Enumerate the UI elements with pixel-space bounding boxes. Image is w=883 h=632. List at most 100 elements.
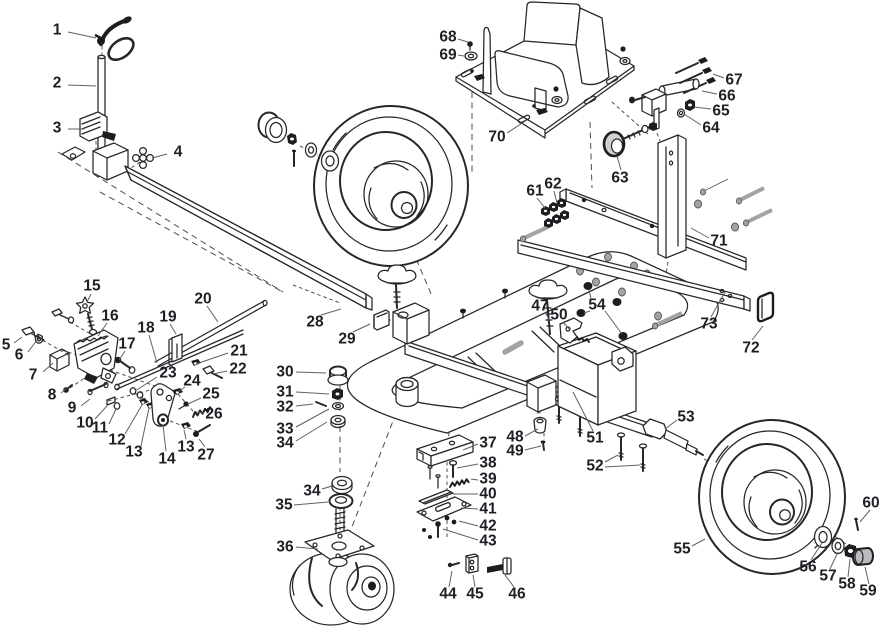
leader-line-22 [212, 370, 228, 375]
washer-57 [831, 537, 845, 555]
leader-line-57 [829, 551, 839, 570]
part-label-19-20: 19 [159, 309, 177, 326]
block-37 [416, 434, 474, 467]
part-label-43-44: 43 [479, 533, 497, 550]
leader-line-54 [583, 310, 591, 314]
part-label-63-64: 63 [611, 170, 629, 187]
leader-line-1 [67, 31, 97, 39]
wing-knob-47 [528, 279, 568, 335]
part-label-3-2: 3 [53, 120, 62, 137]
leader-line-46 [504, 574, 515, 588]
leader-line-47 [544, 311, 551, 322]
rubber-knobs-54 [576, 282, 628, 340]
debris-bucket-assembly [455, 1, 635, 139]
bolt-22 [202, 365, 215, 375]
part-label-32-32: 32 [276, 399, 293, 416]
leader-line-10 [94, 405, 108, 420]
screw-25 [183, 401, 189, 407]
leader-line-62 [553, 190, 558, 204]
leader-line-45 [472, 574, 476, 588]
leader-line-25 [187, 397, 202, 405]
leader-line-38 [456, 463, 479, 469]
leader-line-53 [664, 419, 678, 430]
part-label-55-56: 55 [673, 541, 691, 558]
leader-line-70 [506, 119, 528, 134]
caster-assembly [289, 475, 395, 626]
washer-56 [813, 525, 833, 549]
part-label-37-38: 37 [479, 435, 496, 452]
leader-line-35 [293, 501, 329, 506]
leader-line-16 [97, 322, 108, 337]
axle-53 [642, 418, 704, 456]
bucket-front-wall [494, 50, 569, 108]
part-label-1-0: 1 [53, 22, 62, 39]
leader-line-43 [442, 528, 479, 541]
leader-line-69 [457, 54, 465, 57]
leader-line-72 [751, 325, 764, 341]
part-label-67-68: 67 [725, 72, 742, 89]
cotter-pin-60 [854, 517, 859, 531]
part-label-4-3: 4 [174, 144, 183, 161]
leader-line-54 [588, 289, 592, 299]
part-label-47-48: 47 [531, 298, 548, 315]
part-label-26-27: 26 [205, 406, 223, 423]
part-label-14-13: 14 [158, 451, 176, 468]
leader-line-13 [183, 429, 187, 440]
part-label-8-7: 8 [48, 387, 57, 404]
bolt-63 [602, 122, 657, 158]
post-clamp-3 [79, 111, 116, 142]
part-label-35-36: 35 [275, 497, 293, 514]
leader-line-21 [195, 352, 229, 365]
leader-line-60 [859, 509, 871, 523]
part-label-45-46: 45 [466, 586, 484, 603]
part-label-34-34: 34 [276, 435, 294, 452]
part-label-51-53: 51 [586, 430, 604, 447]
leader-line-58 [847, 558, 851, 578]
leader-line-44 [448, 570, 453, 588]
part-label-18-19: 18 [137, 320, 155, 337]
leader-line-32 [295, 403, 314, 407]
bar-40 [418, 489, 454, 505]
handle-post-assembly [61, 16, 155, 181]
wing-knob-left [377, 264, 417, 309]
hub-hardware [257, 111, 340, 172]
part-label-48-51: 48 [506, 429, 524, 446]
wheel-hub [743, 469, 807, 535]
part-label-12-11: 12 [108, 432, 125, 449]
part-label-61-62: 61 [526, 183, 544, 200]
leader-line-52 [604, 454, 619, 463]
part-label-40-41: 40 [479, 486, 496, 503]
tongue-tube-28 [124, 165, 390, 331]
leader-line-9 [80, 398, 91, 407]
bucket-right-wall [575, 7, 610, 86]
part-label-29-29: 29 [338, 331, 356, 348]
leader-line-23 [134, 376, 158, 392]
end-cap-72 [756, 291, 775, 323]
part-label-17-18: 17 [118, 336, 135, 353]
part-label-50-49: 50 [550, 307, 567, 324]
leader-line-15 [86, 293, 92, 303]
leader-line-24 [177, 386, 186, 393]
part-label-20-21: 20 [194, 291, 211, 308]
part-label-28-28: 28 [306, 314, 324, 331]
part-label-59-60: 59 [859, 583, 877, 600]
handle-loop [107, 36, 135, 62]
leader-line-14 [162, 424, 167, 452]
washer-cup-35 [328, 493, 354, 509]
leader-line-59 [864, 566, 870, 585]
leader-line-48 [524, 428, 539, 437]
leader-line-19 [169, 323, 177, 335]
roll-pin-9 [89, 383, 107, 392]
leader-line-2 [67, 84, 97, 87]
leader-line-27 [198, 438, 206, 448]
spring-39 [449, 478, 470, 488]
part-label-38-39: 38 [479, 455, 497, 472]
star-knob-15 [75, 296, 95, 314]
part-label-41-42: 41 [479, 501, 497, 518]
part-label-23-24: 23 [159, 365, 177, 382]
part-label-25-26: 25 [202, 386, 220, 403]
leader-line-71 [690, 227, 710, 239]
screw-68 [467, 41, 473, 47]
